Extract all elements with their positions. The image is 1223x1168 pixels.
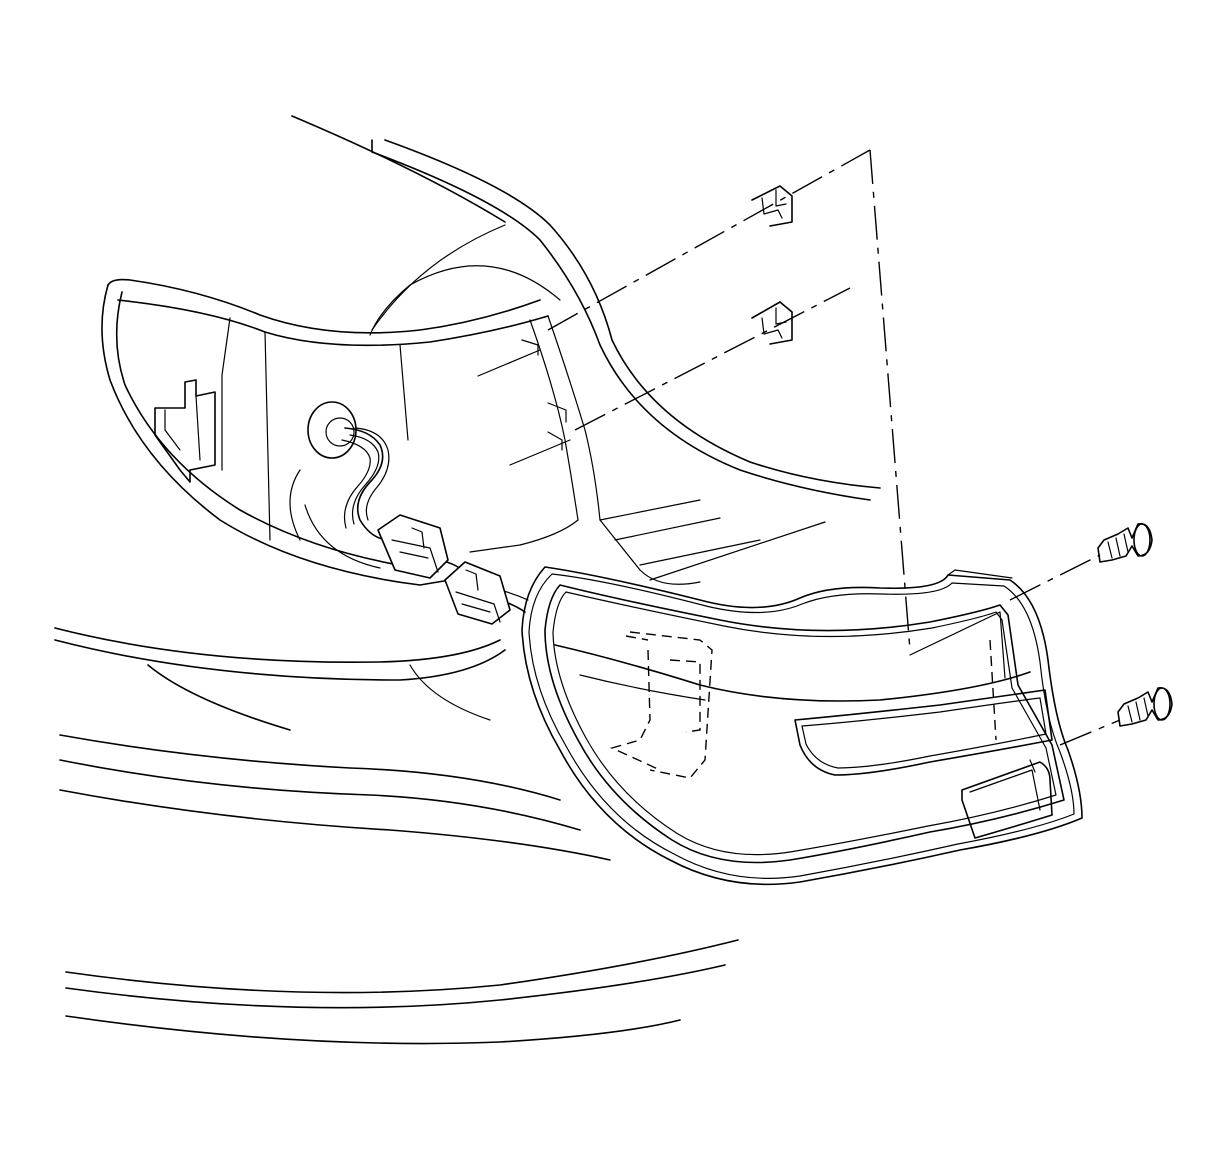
retainer-clip [751,185,793,227]
vehicle-body-panel [54,115,881,1045]
tail-lamp-bolt [1097,523,1153,563]
tail-lamp-pocket [101,278,826,586]
alignment-lines [547,149,1121,746]
tail-lamp-bolt [1117,687,1173,727]
tail-lamp-assembly [521,566,1083,886]
harness-connector [377,514,511,625]
retainer-clip [751,301,793,345]
